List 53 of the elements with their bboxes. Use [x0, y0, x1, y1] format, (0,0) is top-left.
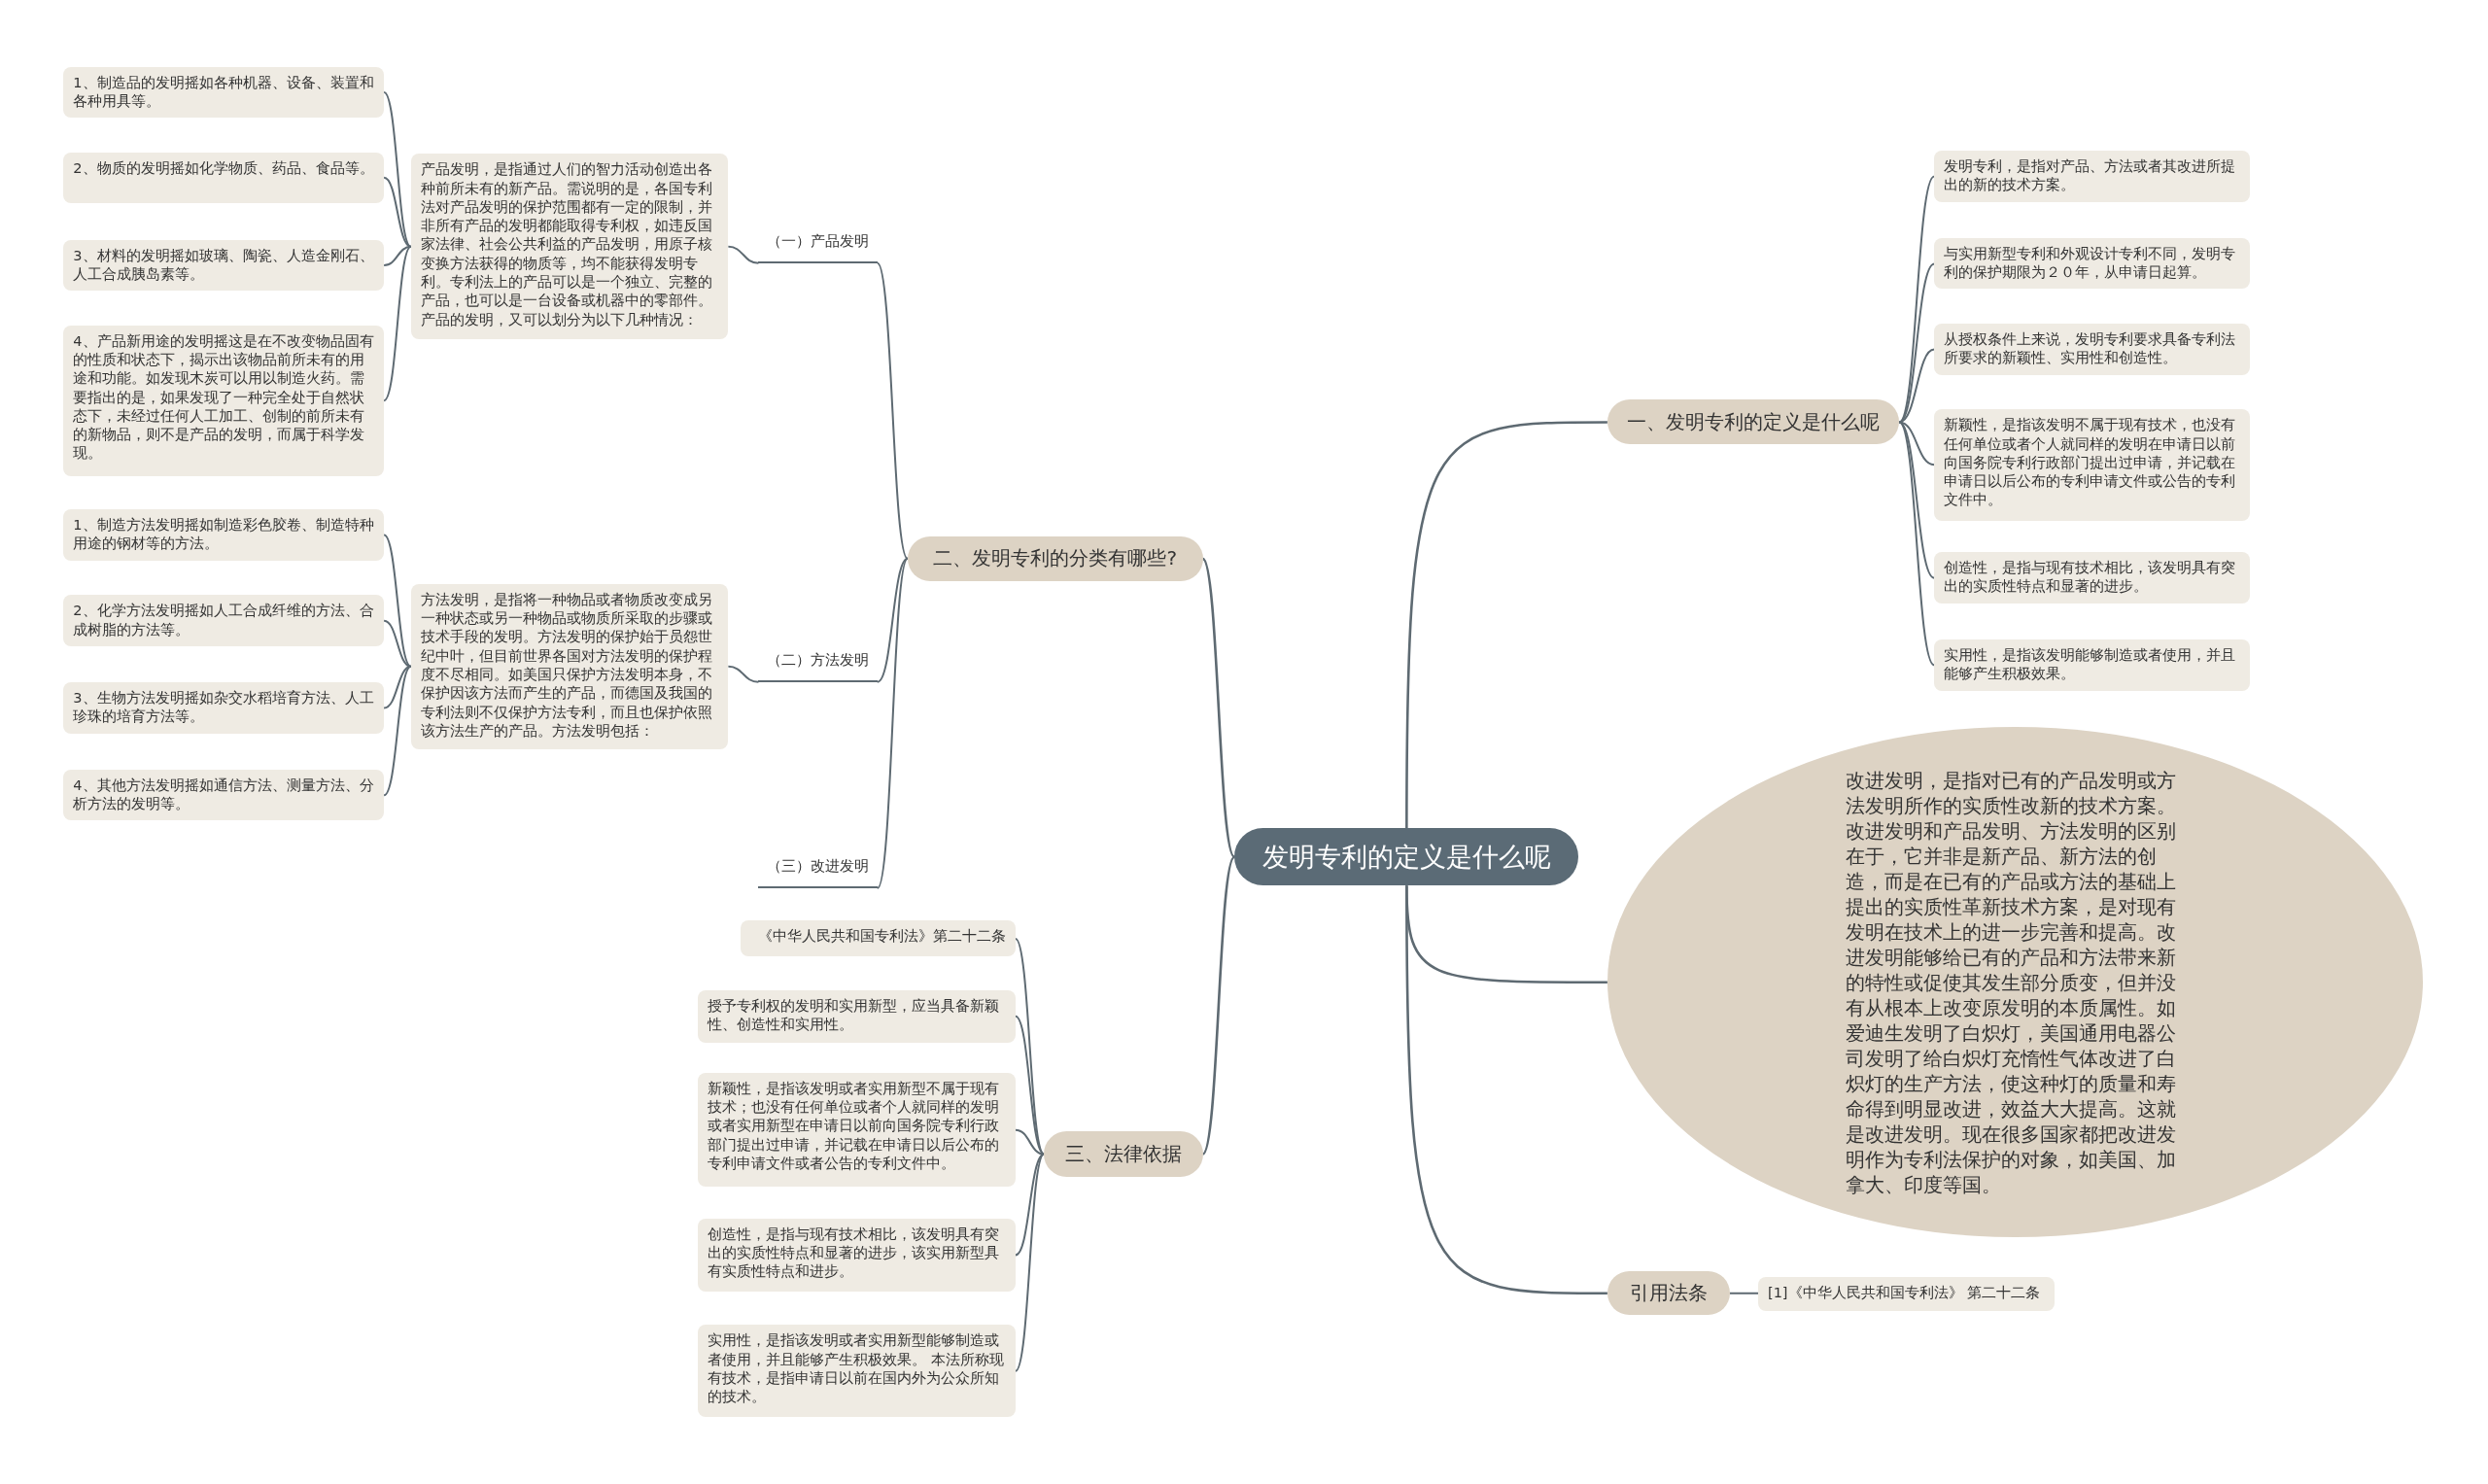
connector-line: [876, 557, 909, 683]
topic-box: 一、发明专利的定义是什么呢: [1607, 399, 1900, 445]
connector-line: [1014, 1015, 1046, 1156]
connector-line: [383, 245, 412, 402]
text-box: [1]《中华人民共和国专利法》 第二十二条: [1757, 1277, 2056, 1311]
text-box: 实用性，是指该发明能够制造或者使用，并且能够产生积极效果。: [1934, 638, 2251, 691]
text-box: 《中华人民共和国专利法》第二十二条: [741, 919, 1016, 957]
subtopic-label: （一）产品发明: [758, 229, 878, 263]
text-box: 与实用新型专利和外观设计专利不同，发明专利的保护期限为２０年，从申请日起算。: [1934, 237, 2251, 290]
text-box: 3、材料的发明摇如玻璃、陶瓷、人造金刚石、人工合成胰岛素等。: [63, 239, 385, 292]
connector-line: [727, 245, 760, 264]
connector-line: [1014, 1153, 1046, 1257]
text-box: 创造性，是指与现有技术相比，该发明具有突出的实质性特点和显著的进步，该实用新型具有实质性特点和进步。: [698, 1218, 1016, 1292]
text-box: 新颖性，是指该发明不属于现有技术，也没有任何单位或者个人就同样的发明在申请日以前向国务院专利行政部门提出过申请，并记载在申请日以后公布的专利申请文件或公告的专利文件中。: [1934, 409, 2251, 521]
connector-line: [383, 91, 412, 248]
connector-line: [876, 261, 909, 560]
text-box: 4、产品新用途的发明摇这是在不改变物品固有的性质和状态下，揭示出该物品前所未有的用途和功能。如发现木炭可以用以制造火药。需要指出的是，如果发现了一种完全处于自然状态下，未经过任何人工加工、创制的前所未有的新物品，则不是产品的发明，而属于科学发现。: [63, 325, 385, 476]
oval-text-box: 改进发明，是指对已有的产品发明或方法发明所作的实质性改新的技术方案。改进发明和产品发明、方法发明的区别在于，它并非是新产品、新方法的创造，而是在已有的产品或方法的基础上提出的实质性革新技术方案，是对现有发明在技术上的进一步完善和提高。改进发明能够给已有的产品和方法带来新的特性或促使其发生部分质变，但并没有从根本上改变原发明的本质属性。如爱迪生发明了白炽灯，美国通用电器公司发明了给白炽灯充惰性气体改进了白炽灯的生产方法，使这种灯的质量和寿命得到明显改进，效益大大提高。这就是改进发明。现在很多国家都把改进发明作为专利法保护的对象，如美国、加拿大、印度等国。: [1607, 726, 2424, 1238]
text-box: 1、制造方法发明摇如制造彩色胶卷、制造特种用途的钢材等的方法。: [63, 509, 385, 561]
connector-line: [1898, 262, 1936, 424]
connector-line: [1898, 421, 1936, 667]
connector-line: [383, 619, 412, 668]
text-box: 3、生物方法发明摇如杂交水稻培育方法、人工珍珠的培育方法等。: [63, 682, 385, 734]
text-box: 创造性，是指与现有技术相比，该发明具有突出的实质性特点和显著的进步。: [1934, 552, 2251, 604]
text-box: 实用性，是指该发明或者实用新型能够制造或者使用，并且能够产生积极效果。 本法所称现有技术，是指申请日以前在国内外为公众所知的技术。: [698, 1325, 1016, 1417]
connector-line: [1201, 558, 1236, 858]
connector-line: [1405, 421, 1607, 829]
connector-line: [1405, 885, 1607, 1295]
connector-line: [1201, 856, 1236, 1156]
text-box: 从授权条件上来说，发明专利要求具备专利法所要求的新颖性、实用性和创造性。: [1934, 324, 2251, 375]
text-box: 新颖性，是指该发明或者实用新型不属于现有技术；也没有任何单位或者个人就同样的发明或者实用新型在申请日以前向国务院专利行政部门提出过申请，并记载在申请日以后公布的专利申请文件或者公告的专利文件中。: [698, 1072, 1016, 1188]
connector-line: [383, 176, 412, 248]
text-box: 方法发明，是指将一种物品或者物质改变成另一种状态或另一种物品或物质所采取的步骤或技术手段的发明。方法发明的保护始于员怨世纪中叶，但目前世界各国对方法发明的保护程度不尽相同。如美国只保护方法发明本身，不保护因该方法而产生的产品，而德国及我国的专利法则不仅保护方法专利，而且也保护依照该方法生产的产品。方法发明包括：: [410, 583, 729, 749]
text-box: 2、化学方法发明摇如人工合成纤维的方法、合成树脂的方法等。: [63, 595, 385, 646]
connector-line: [1898, 421, 1936, 579]
topic-box: 三、法律依据: [1044, 1131, 1203, 1178]
topic-box: 二、发明专利的分类有哪些?: [907, 535, 1203, 581]
central-topic: 发明专利的定义是什么呢: [1234, 828, 1579, 885]
text-box: 产品发明，是指通过人们的智力活动创造出各种前所未有的新产品。需说明的是，各国专利法对产品发明的保护范围都有一定的限制，并非所有产品的发明都能取得专利权，如违反国家法律、社会公共利益的产品发明，用原子核变换方法获得的物质等，均不能获得发明专利。专利法上的产品可以是一个独立、完整的产品，也可以是一台设备或机器中的零部件。产品的发明，又可以划分为以下几种情况：: [410, 154, 729, 340]
text-box: 1、制造品的发明摇如各种机器、设备、装置和各种用具等。: [63, 66, 385, 119]
topic-box: 引用法条: [1607, 1270, 1730, 1316]
connector-line: [1014, 1153, 1046, 1372]
connector-line: [383, 665, 412, 797]
text-box: 4、其他方法发明摇如通信方法、测量方法、分析方法的发明等。: [63, 769, 385, 821]
connector-line: [1728, 1292, 1759, 1294]
connector-line: [383, 245, 412, 267]
connector-line: [727, 665, 760, 683]
text-box: 2、物质的发明摇如化学物质、药品、食品等。: [63, 152, 385, 203]
connector-line: [383, 534, 412, 668]
text-box: 授予专利权的发明和实用新型，应当具备新颖性、创造性和实用性。: [698, 989, 1016, 1043]
text-box: 发明专利，是指对产品、方法或者其改进所提出的新的技术方案。: [1934, 151, 2251, 202]
subtopic-label: （二）方法发明: [758, 648, 878, 683]
subtopic-label: （三）改进发明: [758, 855, 878, 889]
